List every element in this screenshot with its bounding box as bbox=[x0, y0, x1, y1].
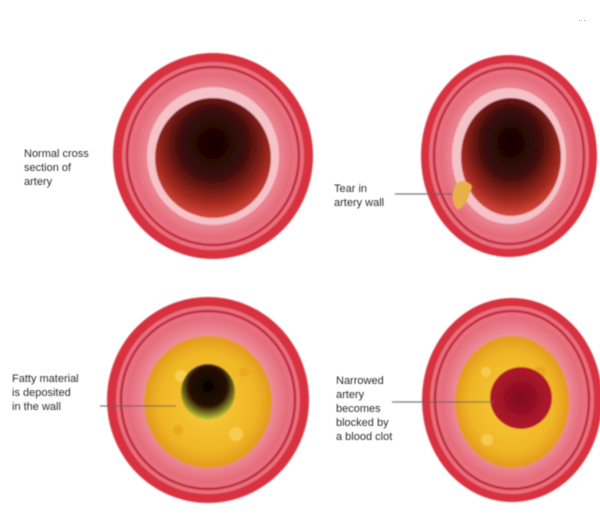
corner-text: … bbox=[578, 14, 586, 23]
label-fatty: Fatty material is deposited in the wall bbox=[12, 372, 79, 414]
artery-narrowed bbox=[392, 298, 600, 502]
artery-normal bbox=[113, 53, 313, 259]
artery-fatty bbox=[100, 297, 309, 503]
narrow-lumen bbox=[181, 364, 235, 420]
label-tear: Tear in artery wall bbox=[334, 182, 384, 210]
artery-tear bbox=[395, 55, 597, 257]
label-normal: Normal cross section of artery bbox=[24, 147, 89, 189]
blood-clot bbox=[490, 367, 552, 429]
label-narrowed: Narrowed artery becomes blocked by a blo… bbox=[336, 374, 392, 444]
